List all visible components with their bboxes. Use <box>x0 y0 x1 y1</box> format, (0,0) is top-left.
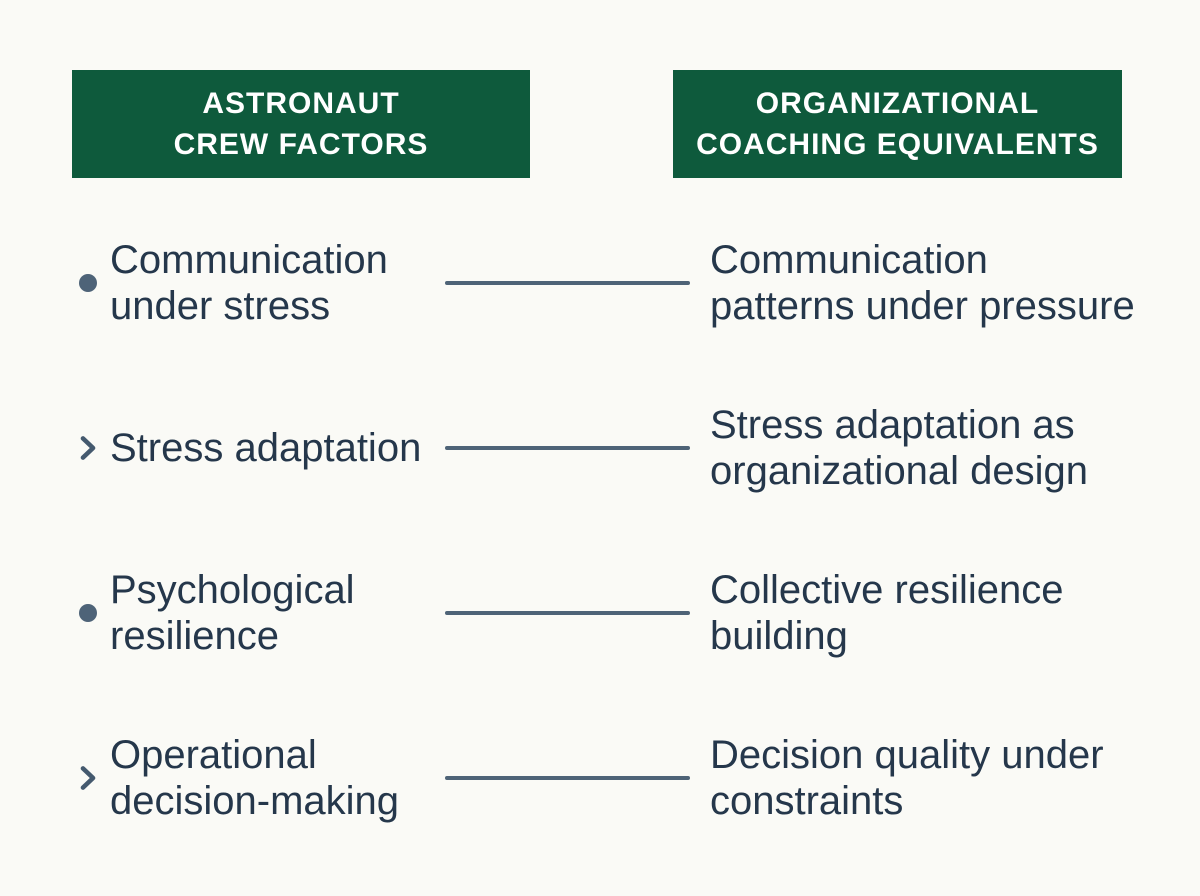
crew-factor-label: Psychological resilience <box>110 567 355 658</box>
connector-cell <box>445 280 690 285</box>
left-column-header: ASTRONAUT CREW FACTORS <box>72 70 530 178</box>
mapping-row-stress-adaptation: Stress adaptation Stress adaptation as o… <box>0 365 1200 530</box>
connector-line <box>445 610 690 615</box>
marker-cell <box>65 603 110 622</box>
mapping-rows: Communication under stress Communication… <box>0 200 1200 860</box>
mapping-row-operational-decision-making: Operational decision-making Decision qua… <box>0 695 1200 860</box>
marker-cell <box>65 273 110 292</box>
crew-factor-label: Communication under stress <box>110 237 388 328</box>
connector-line <box>445 280 690 285</box>
marker-cell <box>65 762 110 794</box>
connector-cell <box>445 775 690 780</box>
chevron-right-icon <box>80 435 95 460</box>
connector-line <box>445 445 690 450</box>
mapping-row-psychological-resilience: Psychological resilience Collective resi… <box>0 530 1200 695</box>
coaching-equivalent-label: Stress adaptation as organizational desi… <box>710 402 1089 493</box>
coaching-equivalent-label: Collective resilience building <box>710 567 1064 658</box>
bullet-icon <box>78 603 97 622</box>
connector-cell <box>445 610 690 615</box>
mapping-row-communication: Communication under stress Communication… <box>0 200 1200 365</box>
header-row: ASTRONAUT CREW FACTORS ORGANIZATIONAL CO… <box>72 70 1122 178</box>
right-column-header: ORGANIZATIONAL COACHING EQUIVALENTS <box>673 70 1122 178</box>
marker-cell <box>65 432 110 464</box>
bullet-icon <box>78 273 97 292</box>
connector-cell <box>445 445 690 450</box>
connector-line <box>445 775 690 780</box>
crew-factor-label: Stress adaptation <box>110 425 422 470</box>
crew-factor-label: Operational decision-making <box>110 732 400 823</box>
coaching-equivalent-label: Communication patterns under pressure <box>710 237 1135 328</box>
chevron-right-icon <box>80 765 95 790</box>
coaching-equivalent-label: Decision quality under constraints <box>710 732 1104 823</box>
